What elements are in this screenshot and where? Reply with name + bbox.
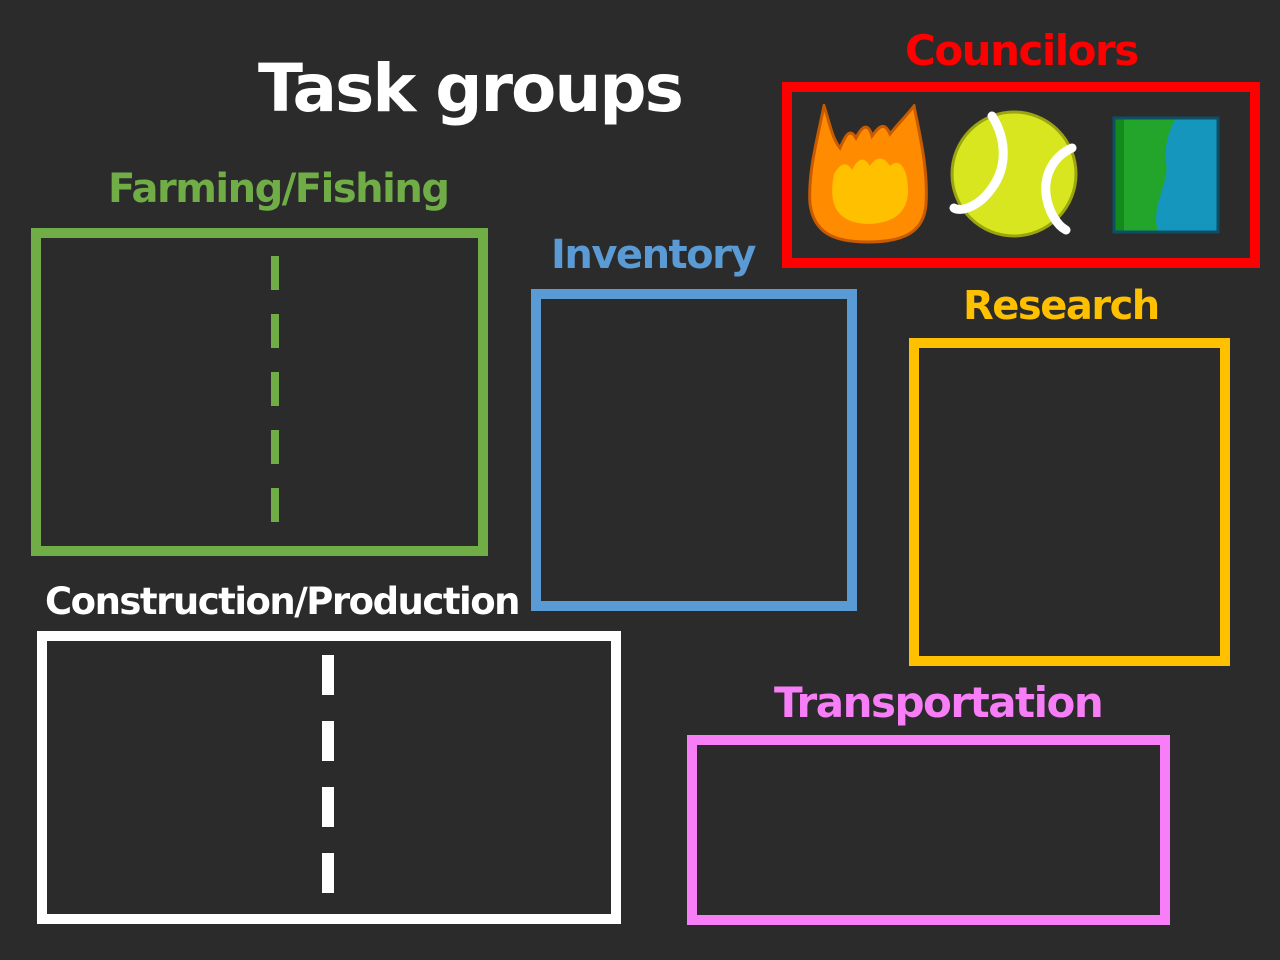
transportation-label: Transportation [774,678,1104,727]
construction-production-label: Construction/Production [45,580,520,623]
councilors-label: Councilors [905,26,1139,75]
farming-fishing-label: Farming/Fishing [108,166,450,212]
firey-flame-icon [808,104,928,244]
councilors-box [782,82,1260,268]
research-box [909,338,1230,666]
construction-production-divider [322,655,334,911]
tennis-ball-icon [949,110,1078,238]
research-label: Research [963,283,1160,329]
book-icon [1112,116,1220,234]
construction-production-box [37,631,621,924]
inventory-label: Inventory [551,232,756,278]
farming-fishing-divider [271,256,279,538]
transportation-box [687,735,1170,925]
farming-fishing-box [31,228,488,556]
page-title: Task groups [258,50,684,127]
inventory-box [531,289,857,611]
